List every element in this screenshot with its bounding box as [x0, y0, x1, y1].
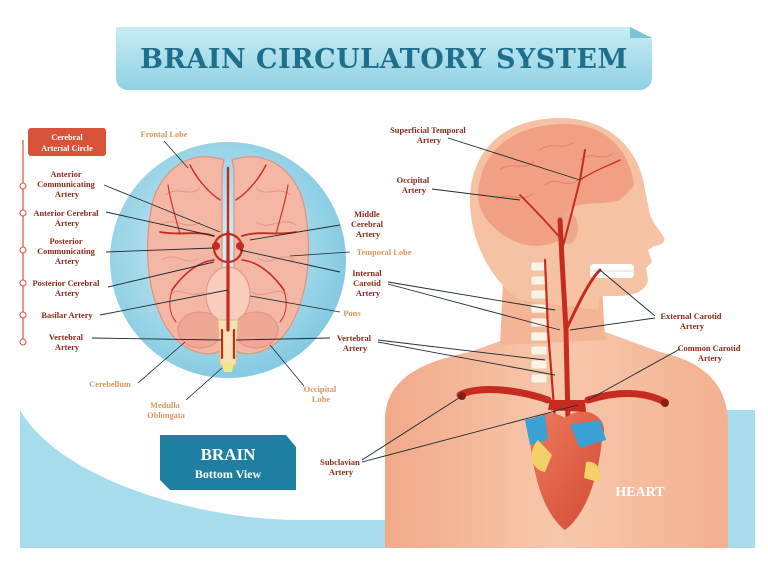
label-occipital-lobe: Occipital Lobe: [304, 385, 339, 404]
label-anterior-communicating: Anterior Communicating Artery: [37, 170, 97, 199]
label-anterior-cerebral: Anterior Cerebral Artery: [33, 209, 100, 228]
title-banner: BRAIN CIRCULATORY SYSTEM: [116, 27, 652, 90]
figure-labels: Superficial Temporal Artery Occipital Ar…: [320, 126, 743, 500]
brain-caption-subtitle: Bottom View: [195, 467, 262, 481]
label-subclavian: Subclavian Artery: [320, 458, 362, 477]
label-external-carotid: External Carotid Artery: [660, 312, 723, 331]
label-common-carotid: Common Carotid Artery: [678, 344, 743, 363]
brain-bottom-view: [146, 156, 310, 372]
legend-bracket: Cerebral Arterial Circle: [19, 128, 106, 346]
human-figure: [385, 118, 728, 548]
label-frontal-lobe: Frontal Lobe: [140, 130, 187, 139]
label-middle-cerebral: Middle Cerebral Artery: [351, 210, 385, 239]
brain-caption-box: BRAIN Bottom View: [160, 435, 296, 490]
label-basilar: Basilar Artery: [41, 311, 93, 320]
label-heart: HEART: [615, 485, 665, 500]
label-vertebral-left: Vertebral Artery: [49, 333, 85, 352]
brain-caption-title: BRAIN: [201, 445, 257, 464]
label-medulla: Medulla Oblongata: [147, 401, 186, 420]
label-temporal-lobe: Temporal Lobe: [357, 248, 412, 257]
label-vertebral-middle: Vertebral Artery: [337, 334, 373, 353]
label-pons: Pons: [343, 309, 361, 318]
label-superficial-temporal: Superficial Temporal Artery: [390, 126, 468, 145]
brain-region-labels: Frontal Lobe Temporal Lobe Pons Cerebell…: [89, 130, 412, 420]
svg-text:Arterial Circle: Arterial Circle: [41, 144, 93, 153]
label-posterior-communicating: Posterior Communicating Artery: [37, 237, 97, 266]
left-leader-lines: [91, 184, 229, 341]
label-internal-carotid: Internal Carotid Artery: [352, 269, 383, 298]
label-posterior-cerebral: Posterior Cerebral Artery: [33, 279, 102, 298]
left-labels: Anterior Communicating Artery Anterior C…: [33, 170, 102, 352]
legend-header-box: [28, 128, 106, 156]
legend-header-line-2: Arterial Circle: [41, 144, 93, 153]
svg-text:Cerebral: Cerebral: [51, 133, 83, 142]
page-title: BRAIN CIRCULATORY SYSTEM: [140, 44, 628, 75]
label-occipital-artery: Occipital Artery: [397, 176, 432, 195]
label-cerebellum: Cerebellum: [89, 380, 131, 389]
legend-header-line-1: Cerebral: [51, 133, 83, 142]
figure-leader-lines: [235, 137, 681, 463]
